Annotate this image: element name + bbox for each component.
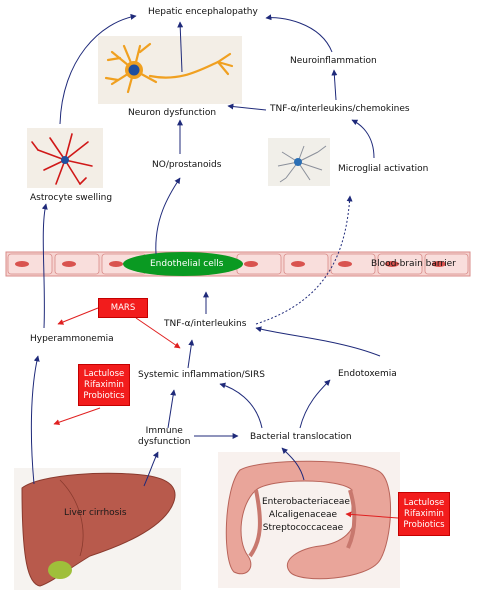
bacteria-item-enterobacteriaceae: Enterobacteriaceae bbox=[262, 497, 350, 507]
label-liver-cirrhosis: Liver cirrhosis bbox=[64, 508, 127, 518]
arrow-microglia-to-tnf bbox=[351, 119, 375, 159]
label-neuroinflammation: Neuroinflammation bbox=[290, 56, 377, 66]
arrow-endotoxemia-to-tnf bbox=[255, 326, 381, 357]
therapy-left-3: Probiotics bbox=[83, 390, 125, 401]
label-systemic-inflammation: Systemic inflammation/SIRS bbox=[138, 370, 265, 380]
astrocyte-icon bbox=[31, 133, 93, 185]
arrow-tnf-to-neuroinflammation bbox=[331, 69, 338, 101]
label-microglial-activation: Microglial activation bbox=[338, 164, 429, 174]
bacteria-item-alcaligenaceae: Alcaligenaceae bbox=[268, 510, 338, 520]
label-no-prostanoids: NO/prostanoids bbox=[152, 160, 222, 170]
arrow-mars-to-sirs bbox=[135, 317, 181, 349]
arrow-tnf-to-microglia-dashed bbox=[255, 195, 353, 325]
label-hepatic-encephalopathy: Hepatic encephalopathy bbox=[148, 7, 258, 17]
therapy-left-2: Rifaximin bbox=[84, 379, 124, 390]
arrow-bacterial-to-endotoxemia bbox=[299, 379, 331, 429]
arrow-intestine-to-bacterial bbox=[281, 447, 305, 481]
arrow-liver-to-immune bbox=[143, 451, 159, 487]
therapy-box-left: Lactulose Rifaximin Probiotics bbox=[78, 364, 130, 406]
neuron-panel bbox=[98, 36, 242, 104]
arrow-astrocyte-to-he bbox=[59, 13, 137, 125]
arrow-neuron-to-he bbox=[177, 21, 184, 73]
bacteria-item-streptococcaceae: Streptococcaceae bbox=[262, 523, 344, 533]
therapy-box-right: Lactulose Rifaximin Probiotics bbox=[398, 492, 450, 536]
arrow-hyperammonemia-to-astrocyte bbox=[41, 203, 48, 329]
therapy-right-1: Lactulose bbox=[403, 497, 445, 508]
label-tnf-interleukins-chemokines: TNF-α/interleukins/chemokines bbox=[270, 104, 410, 114]
label-neuron-dysfunction: Neuron dysfunction bbox=[128, 108, 217, 118]
arrow-mars-to-hyperammonemia bbox=[57, 307, 99, 325]
arrow-sirs-to-tnf bbox=[187, 339, 195, 369]
therapy-left-1: Lactulose bbox=[83, 368, 125, 379]
arrow-therapy-to-bacteria bbox=[345, 511, 399, 519]
arrow-endothelial-to-no bbox=[155, 177, 181, 255]
label-tnf-interleukins: TNF-α/interleukins bbox=[164, 319, 247, 329]
label-endothelial-cells: Endothelial cells bbox=[150, 259, 224, 269]
intestine-image bbox=[218, 452, 400, 588]
arrow-bacterial-to-sirs bbox=[219, 382, 263, 429]
label-immune-line1: Immune bbox=[145, 426, 183, 436]
endothelial-cell-shape bbox=[123, 252, 243, 276]
liver-image bbox=[14, 468, 181, 590]
label-astrocyte-swelling: Astrocyte swelling bbox=[30, 193, 113, 203]
therapy-right-2: Rifaximin bbox=[404, 508, 444, 519]
label-endotoxemia: Endotoxemia bbox=[338, 369, 397, 379]
label-blood-brain-barrier: Blood-brain barrier bbox=[371, 259, 456, 269]
label-bacterial-translocation: Bacterial translocation bbox=[250, 432, 352, 442]
mars-label: MARS bbox=[110, 302, 136, 313]
label-hyperammonemia: Hyperammonemia bbox=[30, 334, 114, 344]
therapy-right-3: Probiotics bbox=[403, 519, 445, 530]
bacteria-list: Enterobacteriaceae Alcaligenaceae Strept… bbox=[262, 496, 350, 535]
arrow-immune-to-sirs bbox=[167, 389, 177, 429]
label-immune-dysfunction: Immune dysfunction bbox=[138, 426, 191, 448]
arrow-liver-to-hyperammonemia bbox=[30, 355, 40, 485]
arrow-therapy-to-hyperammonemia bbox=[53, 407, 101, 426]
arrow-neuroinflammation-to-he bbox=[265, 14, 333, 53]
mars-box: MARS bbox=[98, 298, 148, 318]
label-immune-line2: dysfunction bbox=[138, 437, 191, 447]
arrow-tnf-to-neuron bbox=[227, 103, 267, 111]
